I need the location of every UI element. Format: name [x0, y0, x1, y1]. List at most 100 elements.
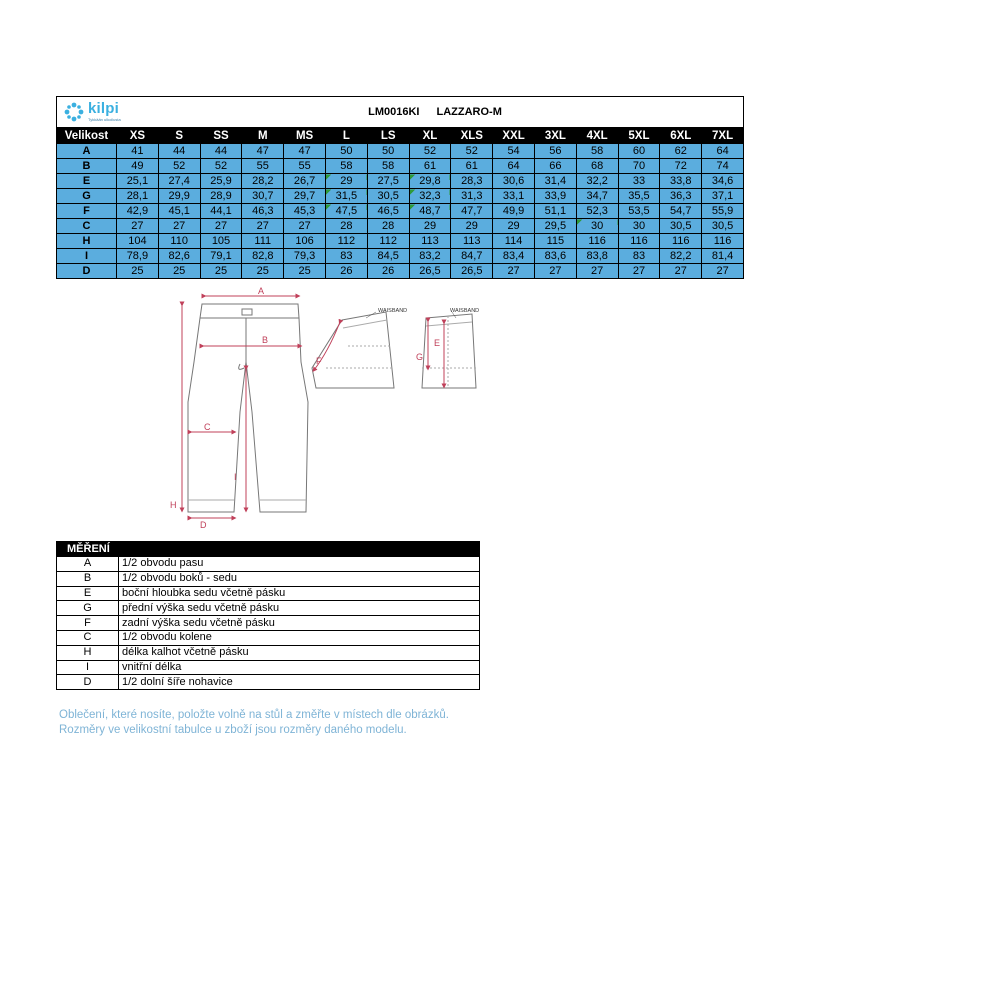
waistband-side-drawing: [421, 313, 477, 389]
size-header-row: Velikost XS S SS M MS L LS XL XLS XXL 3X…: [56, 127, 744, 144]
size-cell: 78,9: [116, 248, 159, 264]
size-cell: 27: [659, 263, 703, 279]
size-header: XLS: [450, 127, 494, 144]
waistband-pointer-2: [451, 311, 457, 319]
size-cell: 29,8: [408, 173, 452, 189]
row-label: D: [56, 263, 117, 279]
pants-label-b: B: [262, 335, 268, 345]
size-cell: 116: [659, 233, 703, 249]
size-cell: 29,7: [283, 188, 326, 204]
size-header: 3XL: [533, 127, 577, 144]
size-header: S: [157, 127, 201, 144]
size-header: L: [324, 127, 368, 144]
waistband-side-measure: [425, 317, 447, 389]
row-label: A: [56, 143, 117, 159]
size-cell: 47,7: [450, 203, 494, 219]
note-line-2: Rozměry ve velikostní tabulce u zboží js…: [59, 724, 407, 736]
size-cell: 27: [283, 218, 326, 234]
size-cell: 82,6: [157, 248, 201, 264]
size-cell: 31,5: [324, 188, 368, 204]
size-cell: 54: [492, 143, 535, 159]
size-cell: 51,1: [533, 203, 577, 219]
size-cell: 61: [450, 158, 494, 174]
measurement-description: přední výška sedu včetně pásku: [118, 600, 480, 617]
size-cell: 116: [701, 233, 744, 249]
measurement-description: zadní výška sedu včetně pásku: [118, 615, 480, 631]
size-cell: 46,5: [366, 203, 410, 219]
size-cell: 62: [659, 143, 703, 159]
size-cell: 46,3: [241, 203, 285, 219]
size-cell: 70: [617, 158, 661, 174]
size-cell: 29: [450, 218, 494, 234]
measurement-diagram: A B C H I D F WAISBAND E G: [160, 282, 490, 532]
size-cell: 83,2: [408, 248, 452, 264]
measurement-header-row: MĚŘENÍ: [56, 541, 480, 557]
waistband-back-drawing: [311, 311, 395, 389]
size-cell: 52: [408, 143, 452, 159]
size-cell: 36,3: [659, 188, 703, 204]
waistband-label-2: WAISBAND: [450, 308, 479, 314]
kilpi-logo-icon: [64, 102, 84, 122]
size-cell: 52: [450, 143, 494, 159]
product-code: LM0016KI: [368, 106, 420, 118]
brand-name: kilpi: [88, 100, 120, 117]
size-cell: 83,6: [533, 248, 577, 264]
size-header: XXL: [492, 127, 535, 144]
size-table: kilpi Tykkään ulkoilusta LM0016KI LAZZAR…: [56, 96, 745, 279]
size-cell: 27: [492, 263, 535, 279]
size-cell: 44,1: [199, 203, 243, 219]
measurement-code: I: [56, 659, 119, 676]
diagram-svg: A B C H I D F WAISBAND E G: [170, 286, 479, 530]
measurement-code: A: [56, 556, 119, 572]
size-header: XL: [408, 127, 452, 144]
row-label: B: [56, 158, 117, 174]
size-cell: 33,1: [492, 188, 535, 204]
size-cell: 30,5: [701, 218, 744, 234]
size-cell: 27: [701, 263, 744, 279]
instructions-note: Oblečení, které nosíte, položte volně na…: [59, 708, 449, 738]
size-cell: 32,2: [575, 173, 619, 189]
size-cell: 27: [116, 218, 159, 234]
size-cell: 81,4: [701, 248, 744, 264]
size-cell: 30: [617, 218, 661, 234]
size-cell: 52,3: [575, 203, 619, 219]
velikost-header: Velikost: [56, 127, 117, 144]
size-cell: 105: [199, 233, 243, 249]
size-cell: 112: [366, 233, 410, 249]
size-cell: 68: [575, 158, 619, 174]
size-cell: 28: [324, 218, 368, 234]
size-cell: 55: [241, 158, 285, 174]
size-cell: 83,4: [492, 248, 535, 264]
size-cell: 42,9: [116, 203, 159, 219]
size-cell: 113: [450, 233, 494, 249]
size-cell: 25: [116, 263, 159, 279]
measurement-code: F: [56, 615, 119, 631]
size-cell: 64: [492, 158, 535, 174]
measurement-code: C: [56, 629, 119, 646]
size-cell: 34,6: [701, 173, 744, 189]
waist-label-e: E: [434, 338, 440, 348]
size-cell: 49,9: [492, 203, 535, 219]
size-header: MS: [283, 127, 326, 144]
size-cell: 31,3: [450, 188, 494, 204]
size-cell: 54,7: [659, 203, 703, 219]
product-name: LAZZARO-M: [436, 106, 502, 118]
size-cell: 26: [324, 263, 368, 279]
size-cell: 66: [533, 158, 577, 174]
size-cell: 84,7: [450, 248, 494, 264]
pants-drawing: [187, 303, 309, 513]
size-cell: 29: [324, 173, 368, 189]
size-cell: 60: [617, 143, 661, 159]
size-header: 5XL: [617, 127, 661, 144]
size-cell: 49: [116, 158, 159, 174]
size-cell: 47: [241, 143, 285, 159]
